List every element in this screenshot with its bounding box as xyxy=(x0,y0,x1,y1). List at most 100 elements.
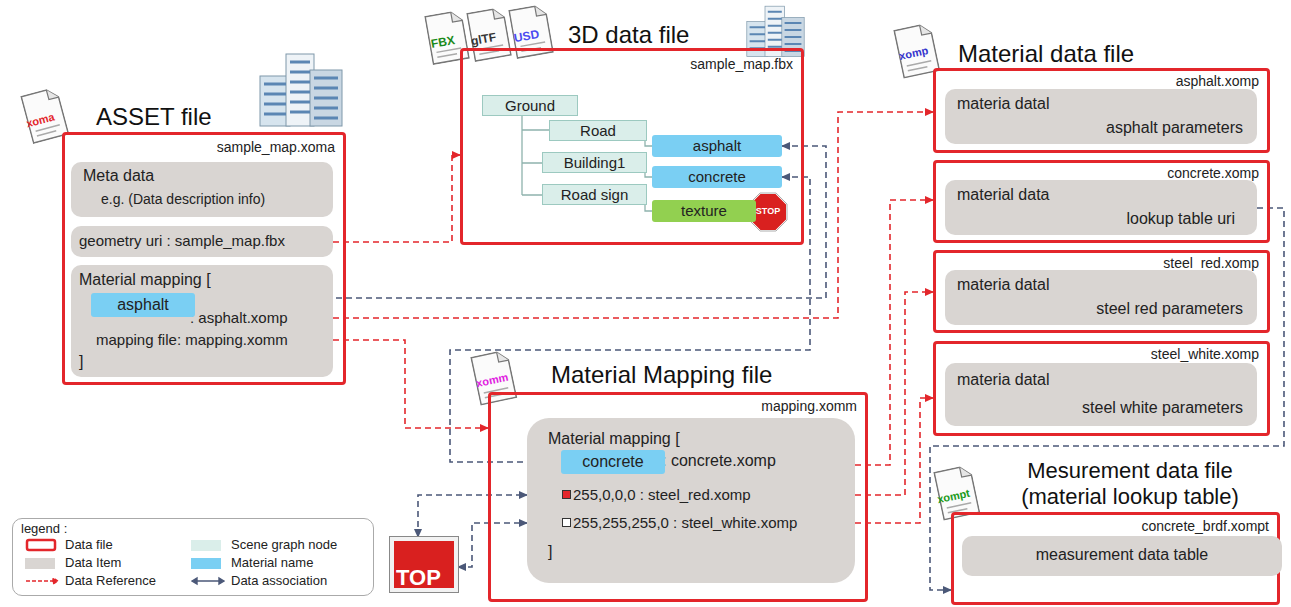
file-title: Material Mapping file xyxy=(551,361,772,389)
material-name-box: concrete xyxy=(561,450,665,474)
data-reference xyxy=(333,340,488,428)
file-name: steel red parameters xyxy=(1096,300,1243,318)
data-item-box: Material mapping [ : concrete.xomp 255,0,0… xyxy=(527,418,855,583)
data-file-box: concrete.xomp material data lookup table u… xyxy=(933,160,1270,243)
data-file-box: Material Mapping filemapping.xommMateria… xyxy=(488,392,868,602)
file-name: steel_red.xomp xyxy=(1163,255,1259,271)
file-title: ASSET file xyxy=(96,103,212,131)
data-file-box: steel_red.xompmateria datal steel red par… xyxy=(933,250,1270,333)
scene-graph-node: Road xyxy=(549,120,647,141)
file-type-tag: xomp xyxy=(898,44,929,62)
data-item-box: materia datal asphalt parameters xyxy=(945,89,1257,144)
node-text: material data xyxy=(957,186,1050,204)
node-text: Meta data xyxy=(83,167,154,185)
data-reference xyxy=(333,112,933,318)
data-item-box: Material mapping [: asphalt.xompmapping … xyxy=(71,265,333,377)
legend-title: legend : xyxy=(21,522,67,537)
file-name: lookup table uri xyxy=(1126,210,1235,228)
node-text: concrete xyxy=(561,453,665,471)
legend-sample xyxy=(25,574,59,588)
legend-sample-shape xyxy=(26,578,58,584)
figure-part xyxy=(260,54,342,126)
file-name: sample_map.xoma xyxy=(217,139,335,155)
node-text: Building1 xyxy=(543,154,646,171)
legend-sample-shape xyxy=(192,578,224,584)
data-association xyxy=(458,523,527,567)
node-text: ] xyxy=(79,353,83,371)
scene-tree-line xyxy=(522,116,652,211)
file-name: asphalt.xomp xyxy=(1176,73,1259,89)
file-type-tag: glTF xyxy=(470,31,497,49)
file-title: Mesurement data file (material lookup ta… xyxy=(990,458,1270,510)
scene-graph-node: Building1 xyxy=(542,152,647,173)
node-text: materia datal xyxy=(957,371,1050,389)
data-item-box: measurement data table xyxy=(962,536,1282,576)
legend-sample xyxy=(191,574,225,588)
node-text: concrete xyxy=(652,168,782,185)
node-text: measurement data table xyxy=(962,546,1282,564)
legend-sample-shape xyxy=(27,540,55,550)
file-type-tag: xomm xyxy=(475,371,509,390)
node-text: Road xyxy=(550,122,646,139)
stop-image: TOP xyxy=(390,537,458,592)
node-text: mapping file: mapping.xomm xyxy=(96,331,288,348)
file-title: 3D data file xyxy=(568,21,689,49)
data-file-box: 3D data filesample_map.fbxGroundRoadBuil… xyxy=(460,48,804,245)
building-icon xyxy=(260,6,804,126)
texture-node: texture xyxy=(652,200,756,222)
file-type-tag: USD xyxy=(513,28,540,46)
data-file-box: ASSET filesample_map.xomaMeta datae.g. (… xyxy=(62,132,346,385)
material-name-box: asphalt xyxy=(91,293,195,317)
legend-sample xyxy=(25,538,59,552)
data-item-box: materia datal steel red parameters xyxy=(945,270,1257,325)
node-text: Road sign xyxy=(543,186,646,203)
data-item-box: material data lookup table uri xyxy=(945,180,1257,235)
legend-swatch xyxy=(191,540,221,551)
legend-text: Scene graph node xyxy=(231,538,337,553)
sign-text: STOP xyxy=(753,206,783,216)
node-text: : asphalt.xomp xyxy=(190,309,288,326)
legend-swatch xyxy=(25,558,55,569)
material-name-box: concrete xyxy=(652,166,782,188)
file-name: concrete_brdf.xompt xyxy=(1141,518,1269,534)
figure-part xyxy=(471,350,516,404)
node-text: : concrete.xomp xyxy=(662,452,776,470)
legend-swatch xyxy=(191,558,221,569)
node-text: 255,0,0,0 : steel_red.xomp xyxy=(573,486,751,503)
file-name: sample_map.fbx xyxy=(690,56,793,72)
scene-graph-node: Road sign xyxy=(542,184,647,205)
node-text: Ground xyxy=(483,97,577,114)
node-text: geometry uri : sample_map.fbx xyxy=(79,232,285,249)
file-name: mapping.xomm xyxy=(761,398,857,414)
node-text: asphalt xyxy=(652,137,782,154)
file-name: asphalt parameters xyxy=(1106,119,1243,137)
node-text: materia datal xyxy=(957,95,1050,113)
file-type-tag: xoma xyxy=(25,110,56,130)
figure-part xyxy=(467,8,511,62)
legend-text: Data Reference xyxy=(65,574,156,589)
node-text: TOP xyxy=(396,565,441,590)
data-reference xyxy=(333,155,460,242)
legend-box: legend :Data file Scene graph nodeData It… xyxy=(12,518,374,596)
data-item-box: Meta datae.g. (Data description info) xyxy=(71,162,333,217)
node-text: 255,255,255,0 : steel_white.xomp xyxy=(573,514,797,531)
data-file-box: Mesurement data file (material lookup ta… xyxy=(951,512,1280,605)
node-text: Material mapping [ xyxy=(548,430,680,448)
file-name: steel_white.xomp xyxy=(1151,346,1259,362)
legend-text: Data Item xyxy=(65,556,121,571)
scene-graph-node: Ground xyxy=(482,95,578,116)
data-association xyxy=(930,208,1284,590)
data-file-box: Material data fileasphalt.xompmateria da… xyxy=(933,68,1270,153)
node-text: materia datal xyxy=(957,276,1050,294)
data-file-box: steel_white.xompmateria datalsteel white… xyxy=(933,341,1270,436)
file-title: Material data file xyxy=(958,40,1134,68)
legend-text: Data file xyxy=(65,538,113,553)
file-type-tag: FBX xyxy=(430,34,456,52)
data-item-box: materia datalsteel white parameters xyxy=(945,363,1257,426)
file-type-tag: xompt xyxy=(936,487,971,506)
legend-text: Material name xyxy=(231,556,313,571)
color-square xyxy=(562,490,571,499)
file-name: concrete.xomp xyxy=(1167,165,1259,181)
